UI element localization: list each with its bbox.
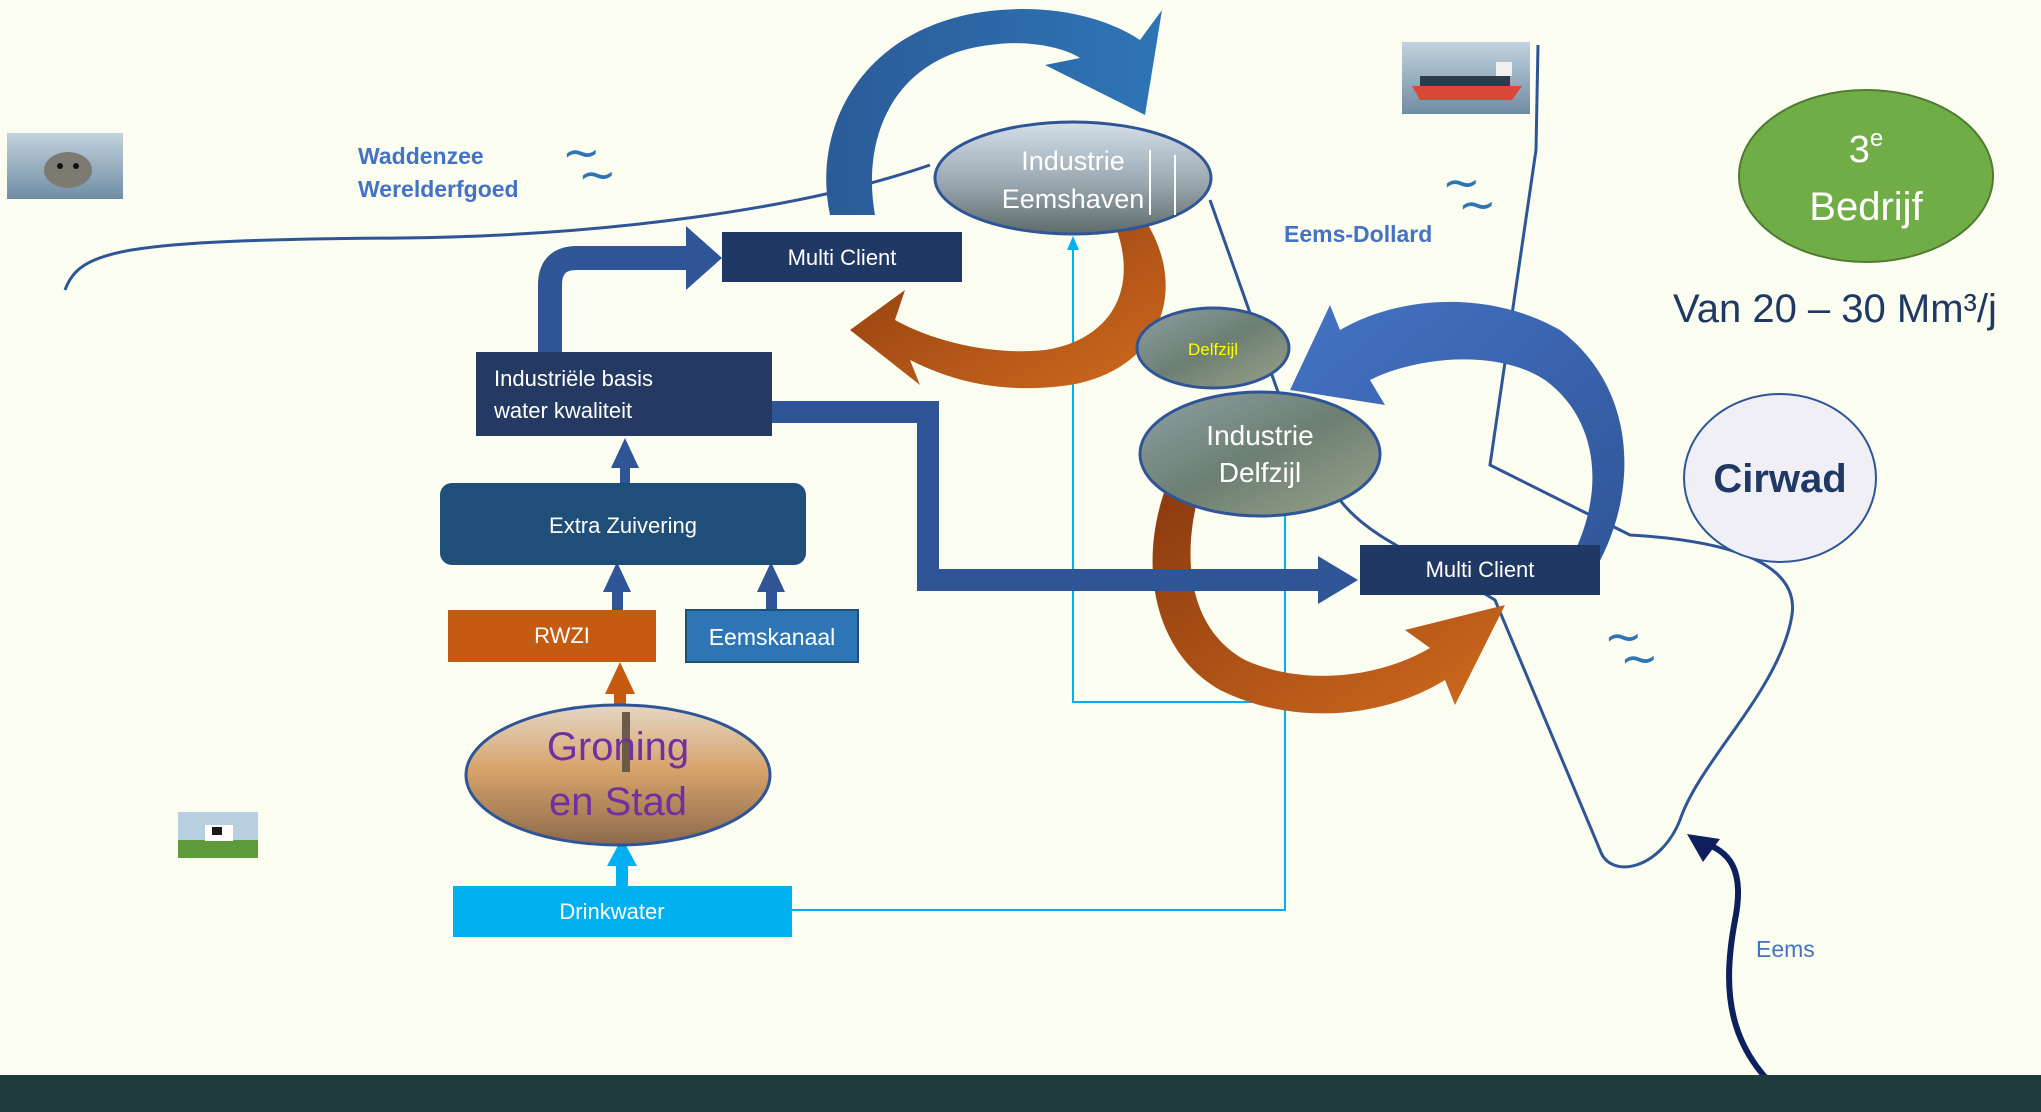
drinkwater-branch-arrowhead — [1067, 236, 1079, 250]
van-range-label: Van 20 – 30 Mm³/j — [1673, 287, 1997, 331]
cow-photo — [178, 812, 258, 858]
derde-bedrijf-num: 3 — [1849, 129, 1870, 171]
industrie-delfzijl-node[interactable]: Industrie Delfzijl — [1138, 390, 1382, 518]
eemshaven-orange-arc-arrow — [850, 220, 1166, 389]
eems-dollard-label: Eems-Dollard — [1284, 221, 1432, 247]
industrie-eemshaven-node[interactable]: Industrie Eemshaven — [933, 120, 1213, 236]
cirwad-label: Cirwad — [1713, 457, 1846, 501]
groningen-to-rwzi-arrow — [605, 662, 635, 708]
cirwad-node[interactable]: Cirwad — [1683, 393, 1877, 563]
groningen-label-2: en Stad — [549, 780, 687, 824]
waddenzee-label: Waddenzee — [358, 143, 484, 169]
multi-client-bottom-box[interactable] — [1360, 545, 1600, 595]
drinkwater-box[interactable] — [453, 886, 792, 937]
wave-symbol-waddenzee: ~ — [562, 125, 601, 179]
delfzijl-node[interactable]: Delfzijl — [1135, 306, 1291, 390]
basis-to-multiclient-top-pipe — [538, 246, 690, 352]
derde-bedrijf-sup: e — [1870, 125, 1883, 152]
wave-symbol-waddenzee-2: ~ — [578, 147, 617, 201]
eems-inflow-line — [1699, 839, 1807, 1112]
industriele-basis-label-2: water kwaliteit — [493, 398, 632, 423]
extra-zuivering-box[interactable] — [440, 483, 806, 565]
delfzijl-blue-arc-arrow — [1290, 301, 1625, 578]
delfzijl-orange-arc-arrow — [1152, 490, 1505, 714]
werelderfgoed-label: Werelderfgoed — [358, 176, 519, 202]
ship-photo — [1402, 42, 1530, 114]
extra-zuivering-label: Extra Zuivering — [549, 513, 697, 538]
multi-client-top-box[interactable] — [722, 232, 962, 282]
groningen-label-1: Groning — [547, 725, 689, 769]
rwzi-box[interactable] — [448, 610, 656, 662]
basis-to-multiclient-bottom-pipe — [772, 401, 1320, 591]
industriele-basis-box[interactable] — [476, 352, 772, 436]
seal-photo — [7, 133, 123, 199]
eems-label: Eems — [1756, 936, 1815, 962]
wadden-coastline — [63, 163, 931, 291]
multi-client-top-label: Multi Client — [788, 245, 897, 270]
eemshaven-label-2: Eemshaven — [1002, 184, 1145, 214]
groningen-stad-node[interactable]: Groning en Stad — [464, 703, 772, 847]
top-blue-arc-arrow — [826, 9, 1162, 215]
eemskanaal-to-extra-arrow — [757, 562, 785, 610]
rwzi-to-extra-arrow — [603, 562, 631, 610]
footer-bar — [0, 1075, 2041, 1112]
eemskanaal-box[interactable] — [685, 609, 859, 663]
drinkwater-label: Drinkwater — [559, 899, 664, 924]
extra-to-basis-arrow — [611, 438, 639, 485]
drinkwater-to-groningen-arrow — [607, 838, 637, 886]
basis-to-multiclient-top-arrowhead — [686, 226, 722, 290]
drinkwater-branch-line — [1072, 246, 1285, 703]
church-tower-shape — [622, 712, 630, 772]
industrie-delfzijl-label-1: Industrie — [1206, 420, 1313, 451]
wave-symbol-eems-dollard: ~ — [1442, 155, 1481, 209]
basis-to-multiclient-bottom-arrowhead — [1318, 556, 1358, 604]
wind-turbines-shape — [1149, 150, 1176, 215]
wave-symbol-eems-dollard-2: ~ — [1458, 177, 1497, 231]
industrie-delfzijl-label-2: Delfzijl — [1219, 457, 1301, 488]
rwzi-label: RWZI — [534, 623, 590, 648]
industriele-basis-label-1: Industriële basis — [494, 366, 653, 391]
derde-bedrijf-word: Bedrijf — [1809, 185, 1923, 229]
delfzijl-label: Delfzijl — [1188, 340, 1238, 359]
eemskanaal-label: Eemskanaal — [709, 624, 836, 650]
derde-bedrijf-number: 3e — [1849, 125, 1884, 171]
wave-symbol-eems-2: ~ — [1620, 631, 1659, 685]
wave-symbol-eems: ~ — [1604, 609, 1643, 663]
eemshaven-label-1: Industrie — [1021, 146, 1125, 176]
drinkwater-line — [792, 510, 1286, 911]
derde-bedrijf-node[interactable]: 3e Bedrijf — [1738, 89, 1994, 263]
multi-client-bottom-label: Multi Client — [1426, 557, 1535, 582]
eems-inflow-arrowhead — [1687, 834, 1720, 862]
